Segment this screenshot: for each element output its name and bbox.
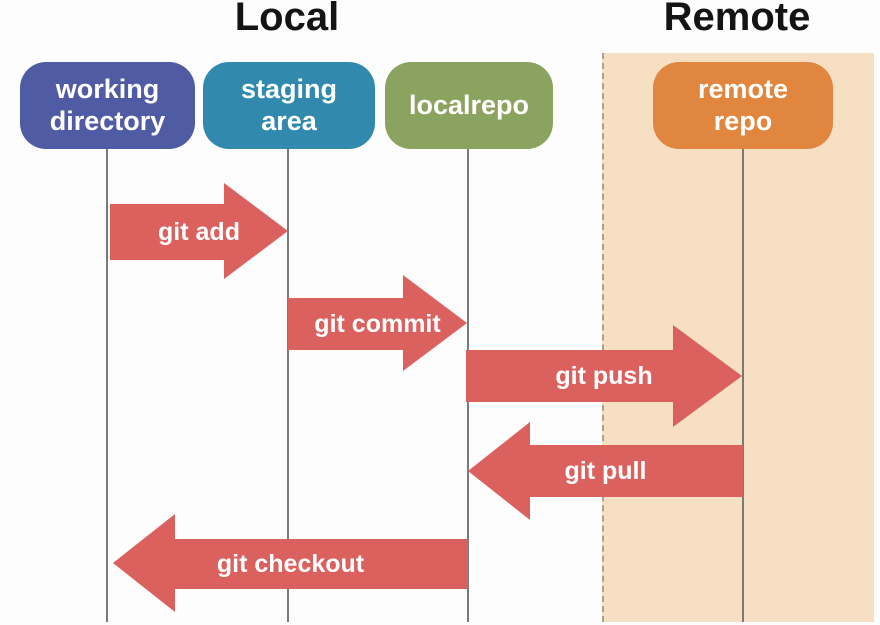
arrow-git-checkout-label: git checkout	[216, 549, 365, 578]
arrow-git-commit-label: git commit	[314, 309, 441, 338]
arrow-git-checkout-body	[175, 539, 468, 589]
arrow-git-pull-body	[530, 445, 743, 497]
lifeline-remote-repo	[742, 148, 744, 622]
arrow-git-pull-head-left-icon	[468, 422, 530, 520]
arrow-git-add-body	[110, 204, 224, 260]
section-title-remote: Remote	[663, 0, 811, 39]
node-localrepo: localrepo	[385, 62, 553, 149]
node-remote-repo: remote repo	[653, 62, 833, 149]
arrow-git-commit-head-right-icon	[403, 275, 467, 371]
arrow-git-push-label: git push	[555, 361, 653, 390]
arrow-git-push-head-right-icon	[673, 325, 742, 427]
node-staging-area: staging area	[203, 62, 375, 149]
arrow-git-push-body	[466, 350, 673, 402]
arrow-git-pull-label: git pull	[564, 456, 647, 485]
node-working-directory: working directory	[20, 62, 195, 149]
arrow-git-add-label: git add	[158, 217, 240, 246]
arrow-git-commit-body	[288, 298, 403, 350]
arrow-git-checkout-head-left-icon	[113, 514, 175, 612]
lifeline-staging-area	[287, 148, 289, 622]
arrow-git-add-head-right-icon	[224, 183, 288, 279]
lifeline-working-directory	[106, 149, 108, 622]
section-title-local: Local	[234, 0, 340, 39]
